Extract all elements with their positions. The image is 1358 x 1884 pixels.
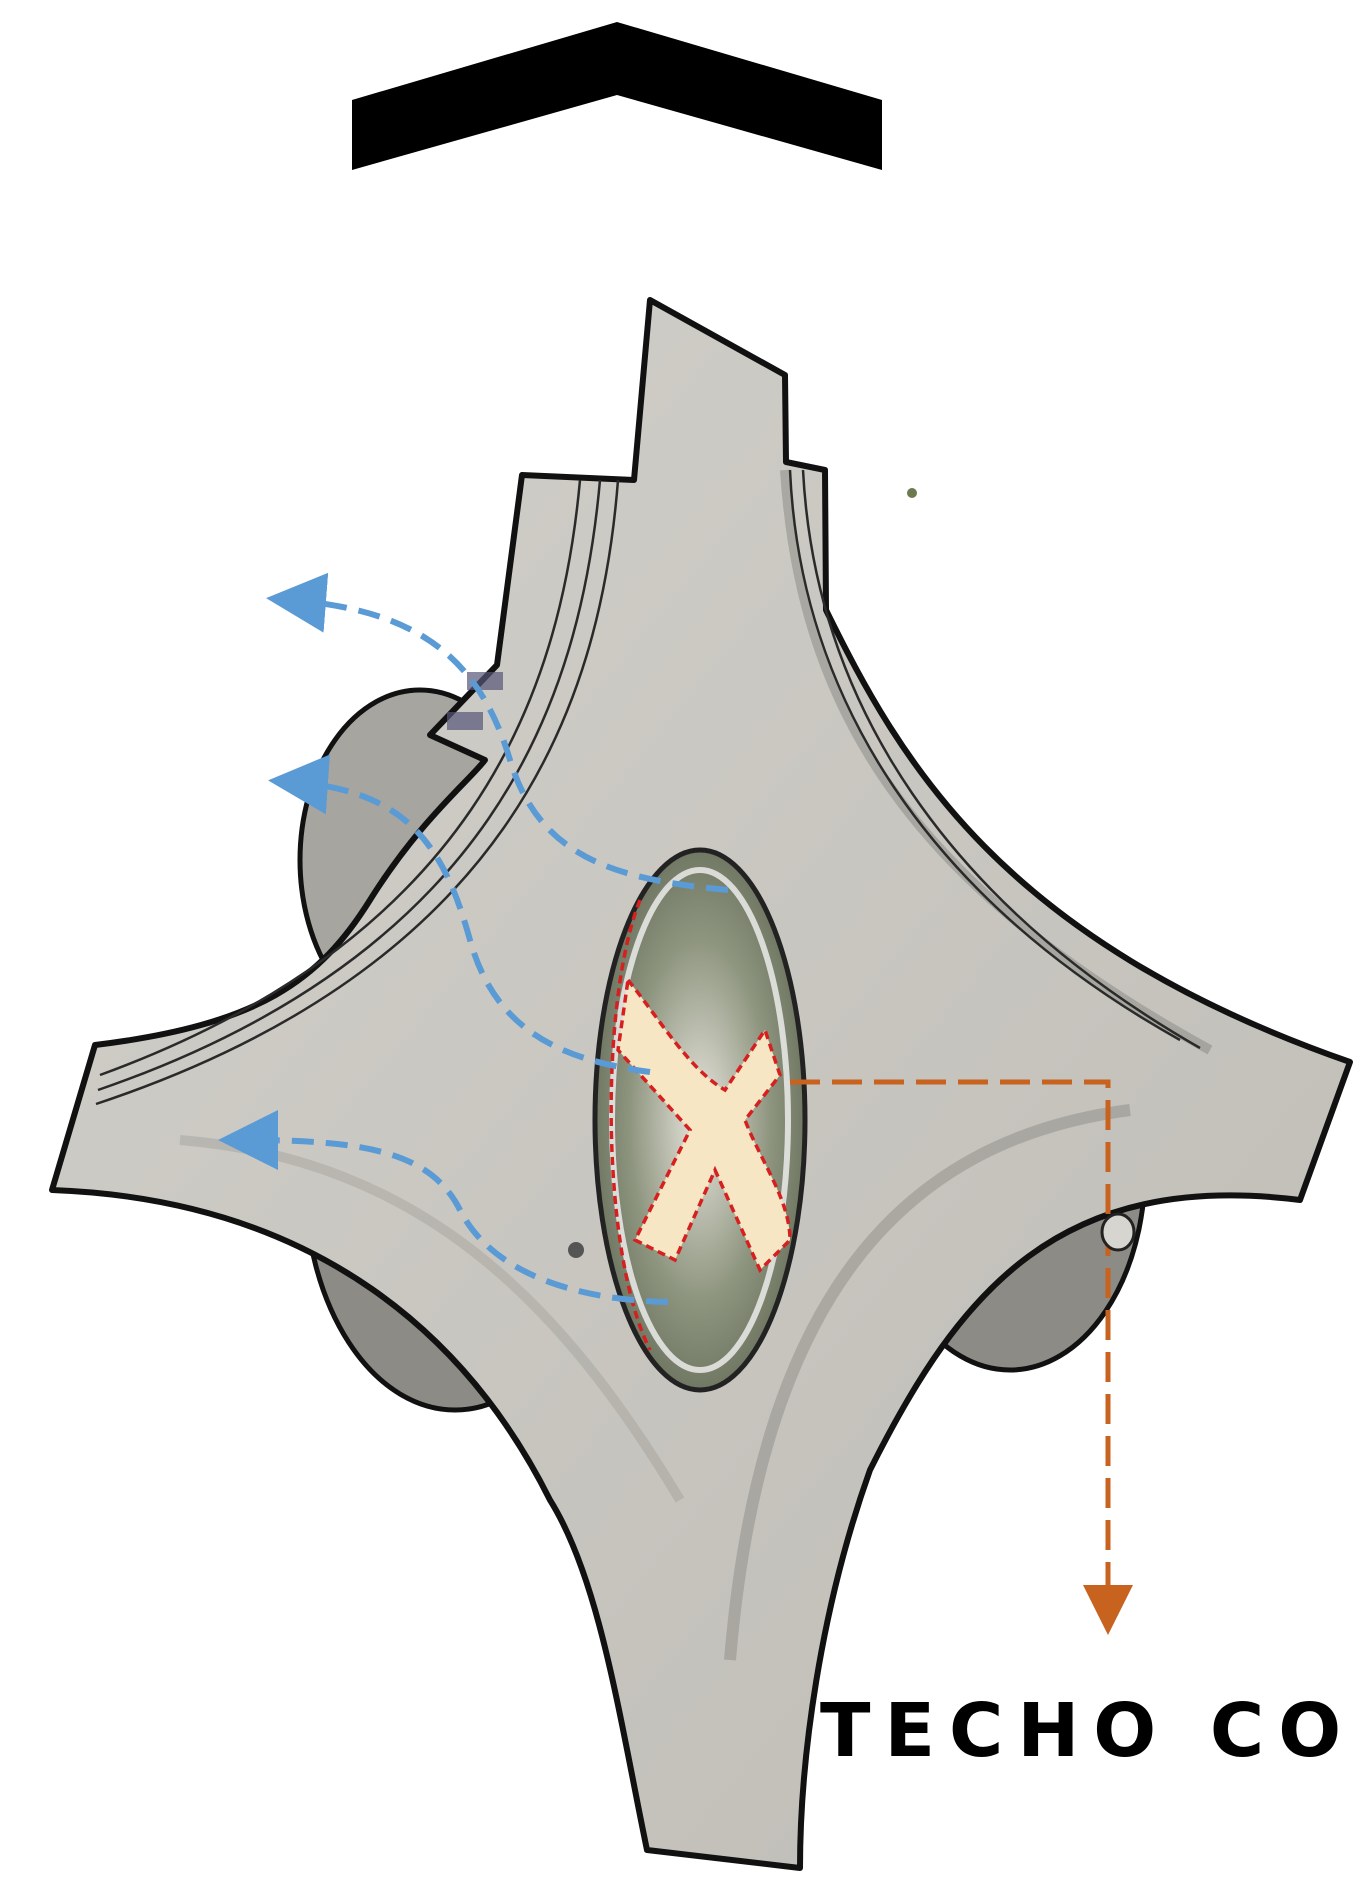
roof-caption: TECHO CO xyxy=(820,1688,1355,1774)
chevron-up-icon xyxy=(352,22,882,170)
drain-outlet xyxy=(1102,1214,1134,1250)
roof-marker xyxy=(907,488,917,498)
roof-marker xyxy=(568,1242,584,1258)
vent-icon xyxy=(447,712,483,730)
